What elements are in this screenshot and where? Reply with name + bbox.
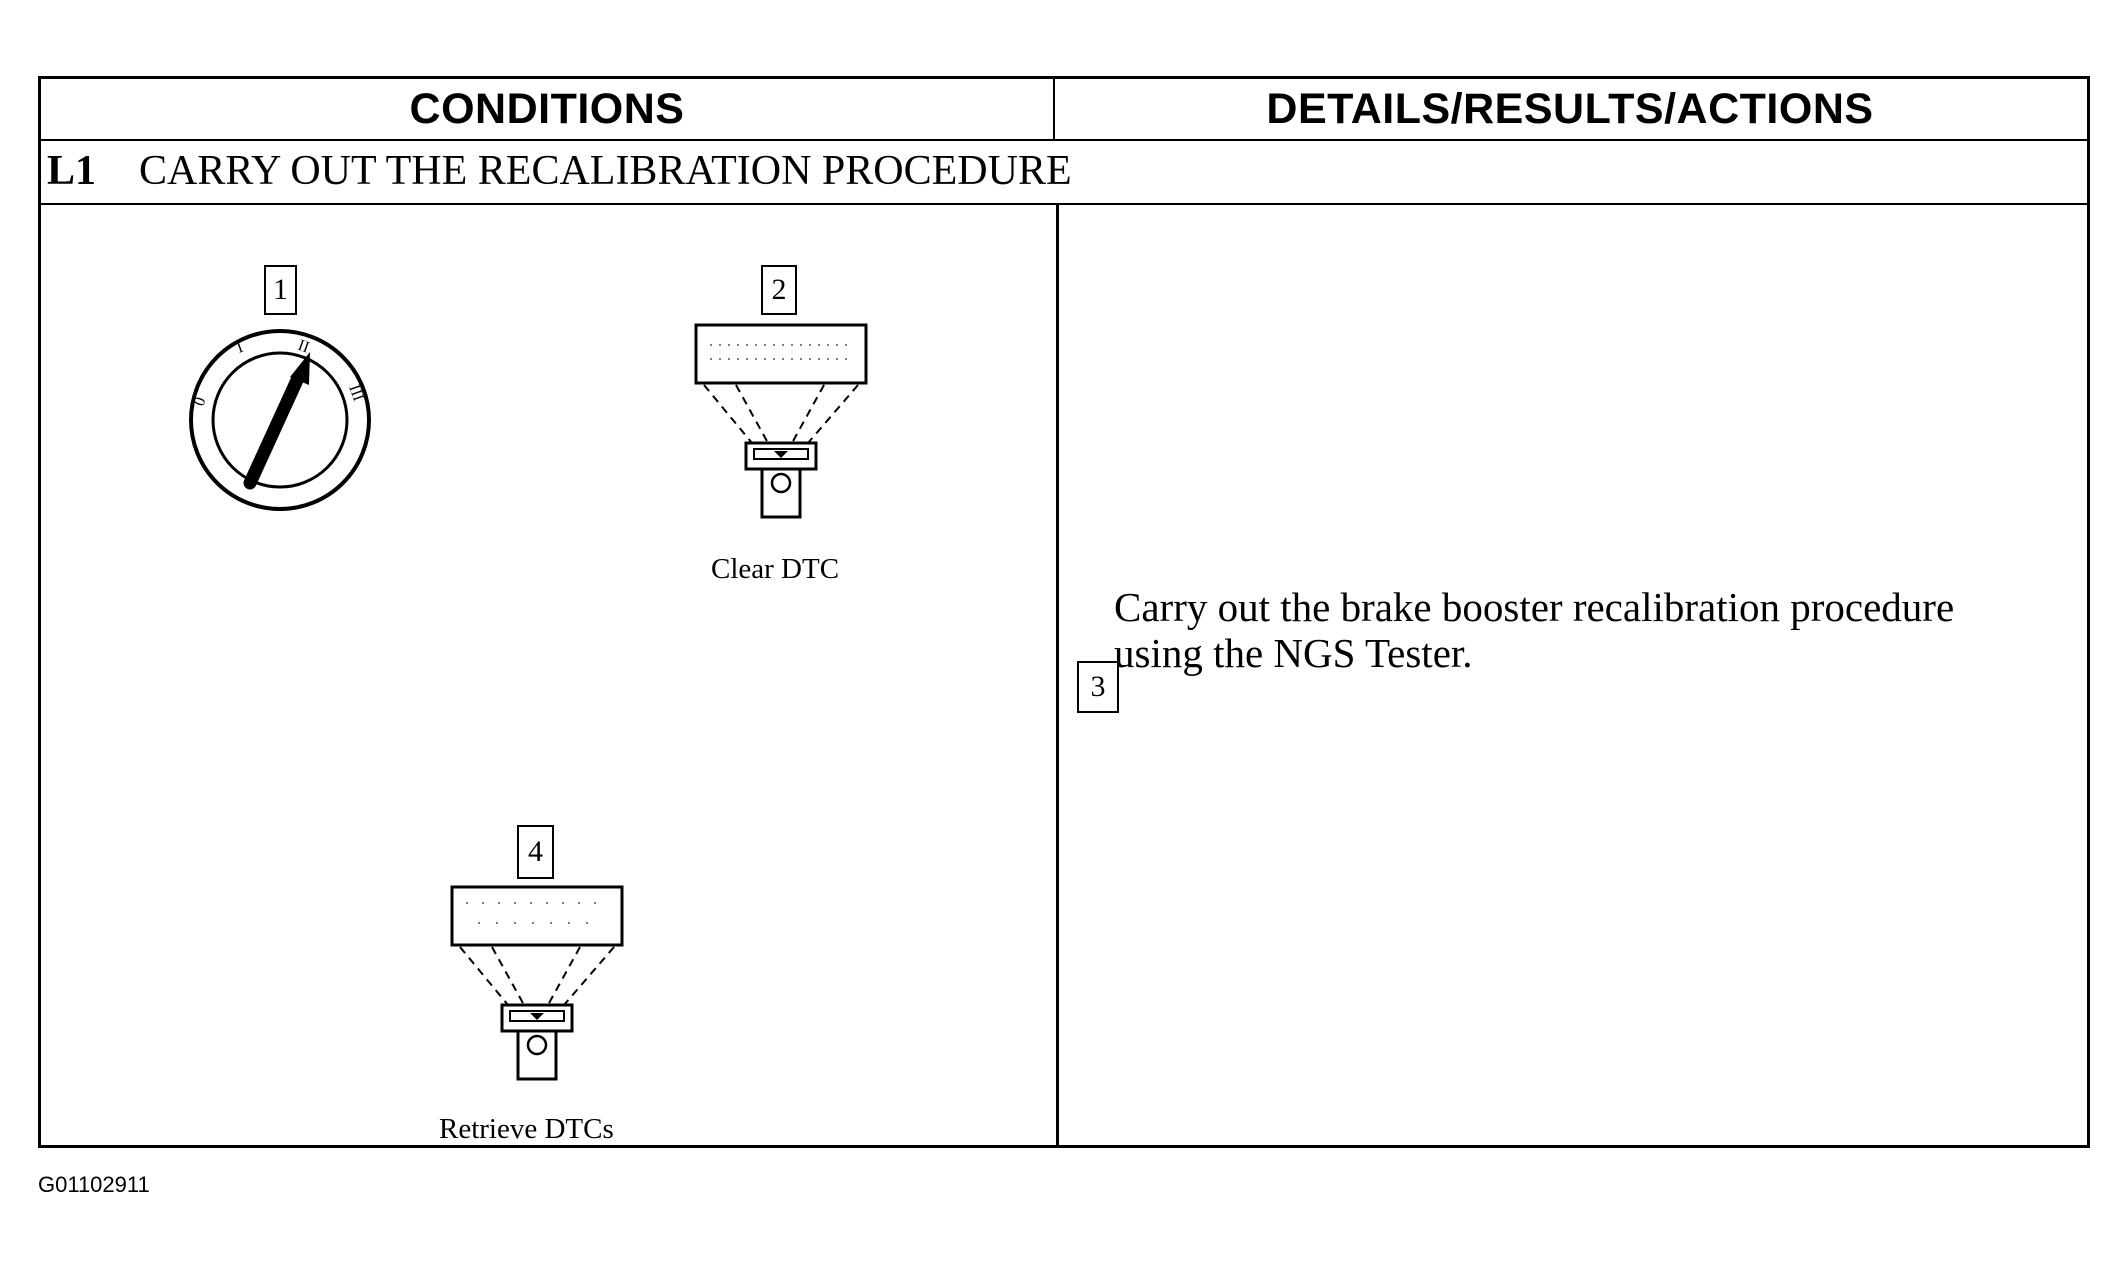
step-title: CARRY OUT THE RECALIBRATION PROCEDURE [139, 148, 1072, 194]
action-number-3: 3 [1077, 661, 1119, 713]
details-header: DETAILS/RESULTS/ACTIONS [1266, 84, 1874, 133]
diagnostic-tester-icon [694, 323, 868, 519]
ignition-position-3: III [345, 383, 366, 404]
step-id: L1 [47, 148, 97, 194]
header-divider [1053, 79, 1055, 139]
table-header: CONDITIONS DETAILS/RESULTS/ACTIONS [41, 79, 2087, 141]
caption-retrieve-dtcs: Retrieve DTCs [439, 1113, 614, 1145]
step-row: L1 CARRY OUT THE RECALIBRATION PROCEDURE [41, 139, 2087, 205]
figure-number-1: 1 [264, 265, 297, 315]
ignition-position-1: I [235, 339, 246, 357]
ignition-switch-icon: 0 I II III [189, 329, 371, 511]
diagnostic-tester-icon [450, 885, 624, 1081]
procedure-table: CONDITIONS DETAILS/RESULTS/ACTIONS L1 CA… [38, 76, 2090, 1148]
figure-id: G01102911 [38, 1172, 150, 1197]
figure-number-4: 4 [517, 825, 554, 879]
action-instruction: Carry out the brake booster recalibratio… [1114, 584, 1955, 676]
figure-number-2: 2 [761, 265, 797, 315]
column-divider [1056, 205, 1059, 1145]
caption-clear-dtc: Clear DTC [711, 553, 840, 585]
conditions-header: CONDITIONS [409, 84, 685, 133]
